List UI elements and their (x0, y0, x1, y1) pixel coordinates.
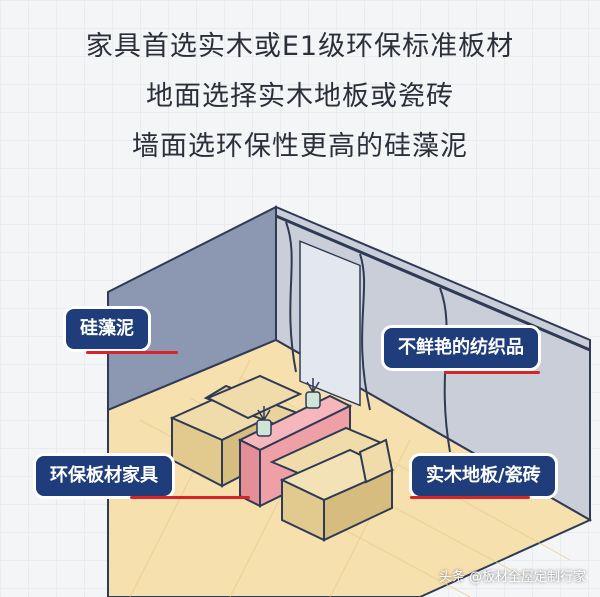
headline-wall: 墙面选环保性更高的硅藻泥 (132, 131, 468, 162)
label-eco-furniture-underline (130, 496, 250, 499)
label-eco-furniture: 环保板材家具 (36, 456, 172, 496)
curtain-left (285, 221, 297, 373)
headline-floor: 地面选择实木地板或瓷砖 (146, 81, 454, 112)
curtain-mid (359, 253, 371, 411)
label-floor: 实木地板/瓷砖 (412, 456, 555, 496)
watermark: 头条 @板材全屋定制行家 (438, 570, 586, 585)
label-textiles-underline (444, 371, 540, 374)
window (299, 240, 361, 407)
label-floor-underline (410, 496, 530, 499)
headline-furniture: 家具首选实木或E1级环保标准板材 (85, 31, 515, 62)
plant-left (256, 406, 272, 437)
armchair-arm (358, 438, 394, 484)
label-textiles: 不鲜艳的纺织品 (384, 328, 538, 368)
plant-right (305, 378, 321, 409)
label-diatom-mud: 硅藻泥 (66, 309, 148, 349)
label-diatom-mud-underline (86, 351, 178, 354)
sofa-seat-back (205, 374, 303, 420)
curtain-rail (275, 214, 591, 352)
